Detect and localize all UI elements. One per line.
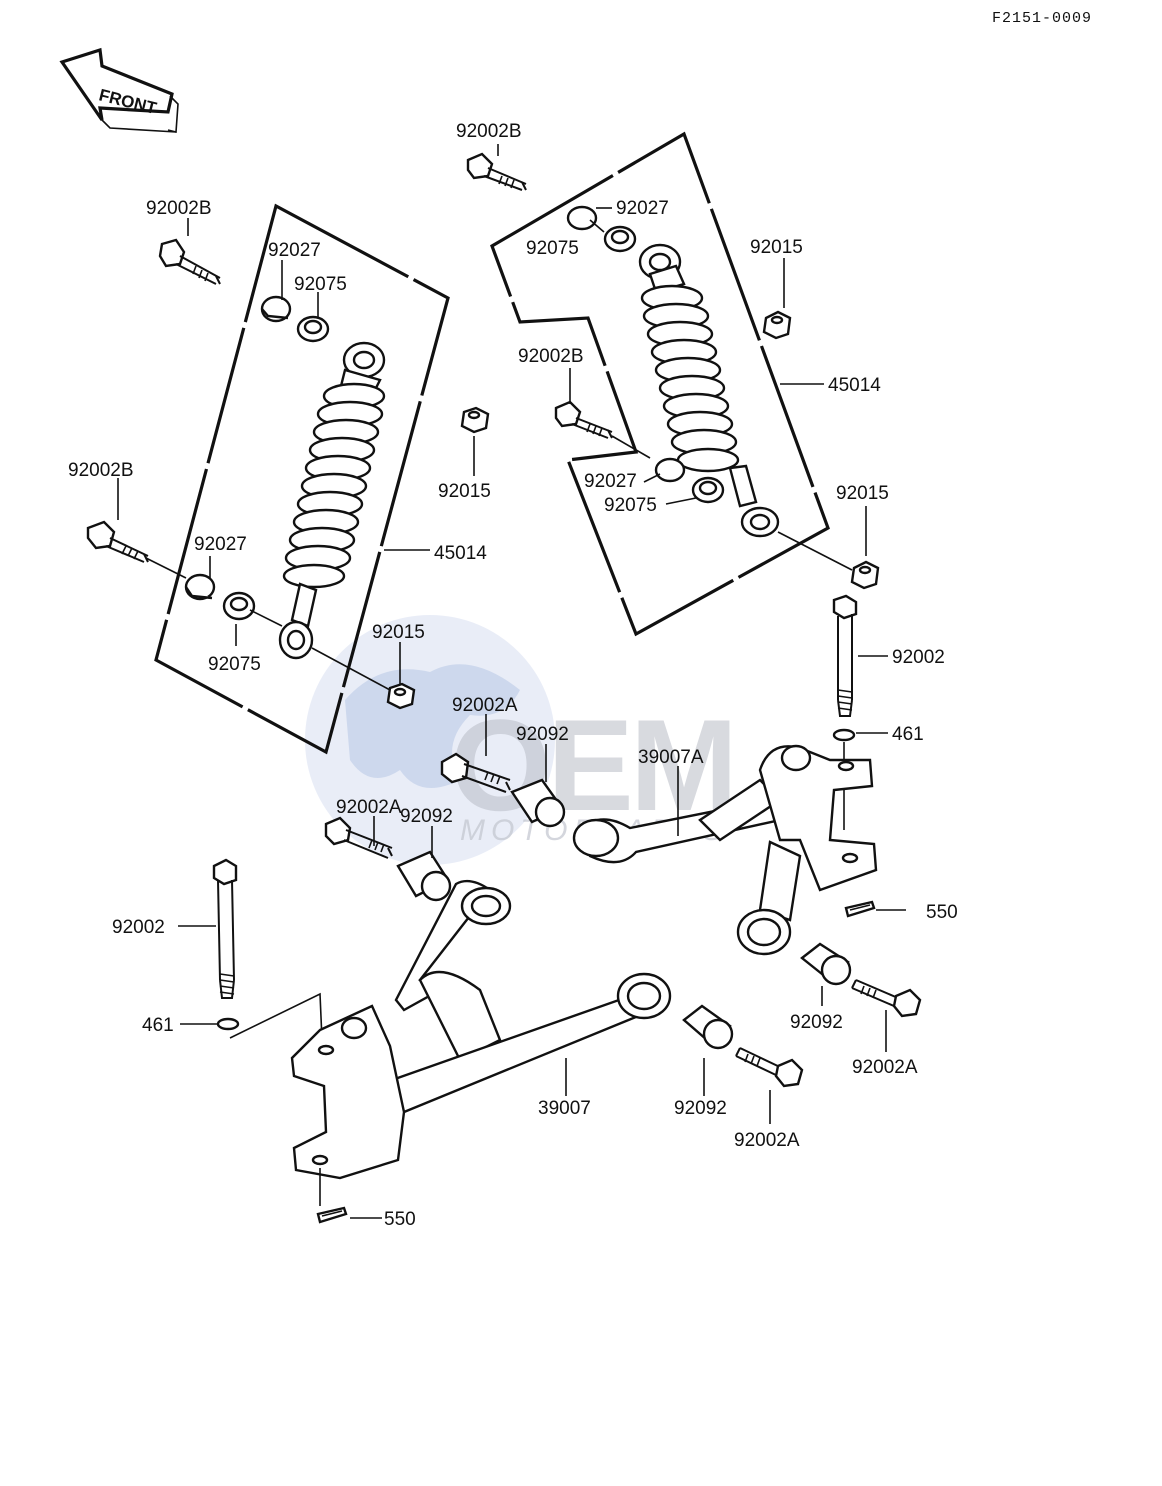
left-washer-icon xyxy=(216,1017,240,1031)
right-kingpin-icon xyxy=(832,594,858,717)
label-right-kingpin: 92002 xyxy=(892,647,945,668)
front-arrow-icon: FRONT xyxy=(59,47,179,134)
label-right-shock: 45014 xyxy=(828,375,881,396)
right-shock-absorber-icon xyxy=(638,243,780,538)
label-right-washer: 461 xyxy=(892,724,924,745)
right-collar-top-icon xyxy=(566,205,598,231)
label-center-bolt-a: 92002A xyxy=(452,695,518,716)
watermark-brand: OEM xyxy=(450,692,734,838)
center-bolt-b-icon xyxy=(324,816,393,859)
label-left-cotter: 550 xyxy=(384,1209,416,1230)
right-bush-low-icon xyxy=(800,942,852,986)
label-left-collar-top: 92027 xyxy=(268,240,321,261)
right-nut-low-icon xyxy=(850,560,880,590)
label-left-nut-mid: 92015 xyxy=(372,622,425,643)
right-bolt-low-icon xyxy=(851,979,922,1018)
label-right-bush-low: 92092 xyxy=(790,1012,843,1033)
left-shock-frame xyxy=(154,203,450,755)
left-shock-absorber-icon xyxy=(278,341,386,660)
label-left-nut-top: 92015 xyxy=(438,481,491,502)
right-shock-frame xyxy=(490,131,830,637)
label-right-bush-mid: 92075 xyxy=(604,495,657,516)
label-left-bolt-mid: 92002B xyxy=(68,460,134,481)
left-a-arm-icon xyxy=(290,879,672,1180)
left-bush-low-icon xyxy=(682,1004,734,1050)
label-left-top-bolt: 92002B xyxy=(146,198,212,219)
leader-lines xyxy=(117,144,906,1219)
right-mid-bolt-icon xyxy=(554,400,613,439)
label-right-cotter: 550 xyxy=(926,902,958,923)
label-left-collar-mid: 92027 xyxy=(194,534,247,555)
label-right-arm: 39007A xyxy=(638,747,704,768)
label-left-bush-mid: 92075 xyxy=(208,654,261,675)
center-bush-a-icon xyxy=(510,778,566,828)
label-right-top-bolt: 92002B xyxy=(456,121,522,142)
center-bush-b-icon xyxy=(396,850,452,902)
label-left-kingpin: 92002 xyxy=(112,917,165,938)
label-left-bolt-low: 92002A xyxy=(734,1130,800,1151)
label-left-washer: 461 xyxy=(142,1015,174,1036)
label-right-collar-mid: 92027 xyxy=(584,471,637,492)
label-right-nut-top: 92015 xyxy=(750,237,803,258)
right-collar-mid-icon xyxy=(654,457,686,483)
label-right-bolt-low: 92002A xyxy=(852,1057,918,1078)
label-right-bush-top: 92075 xyxy=(526,238,579,259)
label-left-bush-low: 92092 xyxy=(674,1098,727,1119)
center-bolt-a-icon xyxy=(440,752,511,793)
right-washer-icon xyxy=(832,728,856,742)
left-cotter-pin-icon xyxy=(316,1206,348,1224)
right-cotter-pin-icon xyxy=(844,900,876,918)
label-center-bush-a: 92092 xyxy=(516,724,569,745)
right-nut-top-icon xyxy=(762,310,792,340)
label-left-bush-top: 92075 xyxy=(294,274,347,295)
label-right-bolt-mid: 92002B xyxy=(518,346,584,367)
right-top-bolt-icon xyxy=(466,152,527,191)
label-left-arm: 39007 xyxy=(538,1098,591,1119)
label-center-bush-b: 92092 xyxy=(400,806,453,827)
left-bolt-low-icon xyxy=(735,1047,804,1088)
label-right-nut-low: 92015 xyxy=(836,483,889,504)
left-top-bolt-icon xyxy=(158,238,221,285)
left-mid-bolt-icon xyxy=(86,520,149,563)
label-right-collar-top: 92027 xyxy=(616,198,669,219)
diagram-code: F2151-0009 xyxy=(992,10,1092,27)
left-kingpin-icon xyxy=(212,858,238,999)
label-center-bolt-b: 92002A xyxy=(336,797,402,818)
right-a-arm-icon xyxy=(572,744,878,956)
label-left-shock: 45014 xyxy=(434,543,487,564)
front-arrow-label: FRONT xyxy=(97,85,159,118)
